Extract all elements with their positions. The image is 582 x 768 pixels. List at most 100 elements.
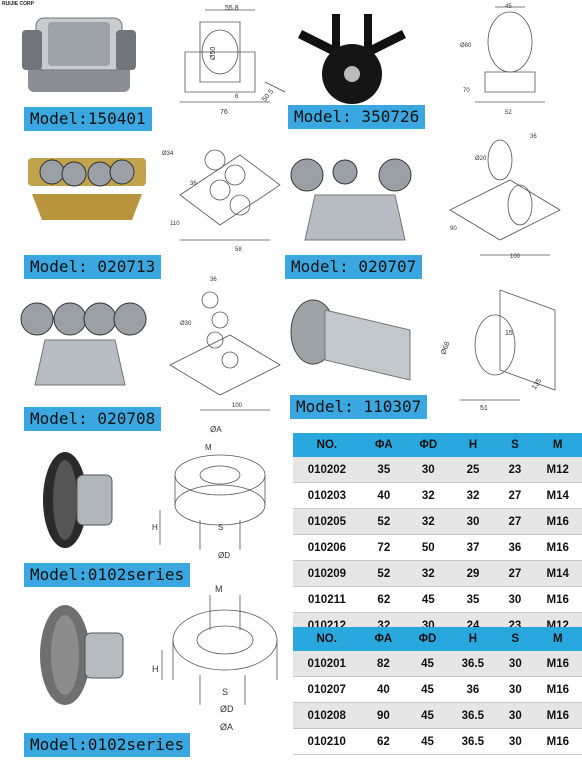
table-header: S (496, 433, 534, 457)
table-cell: M14 (533, 560, 582, 587)
table-header: H (449, 433, 497, 457)
dim-label: Ø30 (180, 321, 192, 327)
table-cell: M14 (533, 482, 582, 509)
table-cell: 010203 (293, 482, 361, 509)
dim-label: 110 (170, 221, 180, 227)
table-cell: 45 (406, 586, 450, 613)
table-cell: 29 (449, 560, 497, 587)
company-mark: RUIJIE CORP (2, 1, 34, 7)
model-label-020708: Model: 020708 (24, 407, 162, 431)
dim-label: ØD (218, 551, 230, 560)
model-label-350726: Model: 350726 (288, 105, 426, 129)
dim-label: H (152, 523, 158, 532)
drawing-150401: 55.8 Ø50 76 6 50.5 (180, 5, 286, 116)
table-cell: 27 (496, 508, 534, 535)
table-header: S (496, 627, 534, 651)
table-cell: 30 (496, 586, 534, 613)
table-cell: 36.5 (448, 728, 497, 755)
dim-label: S (222, 687, 228, 697)
dim-label: 36 (210, 277, 217, 283)
table-cell: 30 (496, 651, 534, 677)
dim-label: S (218, 523, 223, 532)
table-cell: 37 (449, 534, 497, 561)
table-cell: 52 (360, 508, 407, 535)
dim-label: 51 (480, 405, 488, 412)
table-cell: 62 (360, 586, 407, 613)
dim-label: ØA (220, 722, 233, 732)
roller-photo-110307 (290, 299, 411, 381)
table-cell: 35 (360, 457, 407, 483)
dim-label: 76 (220, 109, 228, 116)
drawing-020713: Ø34 36 110 58 (162, 149, 281, 253)
table-cell: 30 (496, 676, 534, 703)
table-cell: M16 (533, 651, 582, 677)
dim-label: H (152, 664, 159, 674)
table-cell: 32 (406, 482, 450, 509)
dim-label: Ø80 (460, 43, 472, 49)
table-cell: 40 (360, 676, 407, 703)
dim-label: 52 (505, 110, 512, 116)
dim-label: M (205, 443, 212, 452)
table-cell: 36 (448, 676, 497, 703)
table-header: NO. (293, 433, 361, 457)
dim-label: 36 (190, 181, 197, 187)
table-cell: 010207 (293, 676, 361, 703)
dim-label: 90 (450, 226, 457, 232)
dim-label: 36 (530, 134, 537, 140)
table-cell: 36.5 (448, 651, 497, 677)
table-cell: M16 (533, 508, 582, 535)
dim-label: 135 (531, 377, 543, 391)
table-header: M (533, 627, 582, 651)
dim-label: Ø68 (440, 341, 451, 356)
table-cell: 010206 (293, 534, 361, 561)
table-cell: 52 (360, 560, 407, 587)
table-header: M (533, 433, 582, 457)
dim-label: M (215, 584, 223, 594)
table-cell: 30 (449, 508, 497, 535)
table-cell: 010201 (293, 651, 361, 677)
model-label-0102series-1: Model:0102series (24, 563, 191, 587)
pulley-photo-350726 (297, 14, 407, 104)
table-cell: 82 (360, 651, 407, 677)
table-cell: 90 (360, 702, 407, 729)
dim-label: 55.8 (225, 5, 239, 12)
model-label-020713: Model: 020713 (24, 255, 162, 279)
drawing-350726: 45 Ø80 70 52 (460, 4, 545, 116)
dim-label: 15 (505, 330, 513, 337)
table-cell: M16 (533, 534, 582, 561)
table-cell: M16 (533, 728, 582, 755)
table-header: ΦA (360, 627, 407, 651)
table-cell: 40 (360, 482, 407, 509)
table-cell: 45 (406, 728, 449, 755)
table-cell: 45 (406, 676, 449, 703)
table-cell: 25 (449, 457, 497, 483)
table-cell: 30 (496, 702, 534, 729)
table-header: H (448, 627, 497, 651)
model-label-110307: Model: 110307 (290, 395, 428, 419)
table-cell: 010211 (293, 586, 361, 613)
table-cell: 30 (496, 728, 534, 755)
drawing-0102-2: M H S ØD ØA (152, 584, 278, 732)
dim-label: 50.5 (261, 88, 275, 103)
table-cell: 010202 (293, 457, 361, 483)
table-cell: 010205 (293, 508, 361, 535)
table-cell: 010210 (293, 728, 361, 755)
dim-label: 58 (235, 247, 242, 253)
carriage-photo-020707 (290, 158, 412, 241)
table-cell: 32 (406, 560, 450, 587)
bearing-photo-0102-1 (43, 452, 113, 548)
table-cell: 45 (406, 702, 449, 729)
table-header: ΦD (406, 433, 450, 457)
table-cell: M16 (533, 586, 582, 613)
table-cell: 30 (406, 457, 450, 483)
dim-label: 100 (232, 403, 243, 409)
table-cell: 32 (449, 482, 497, 509)
